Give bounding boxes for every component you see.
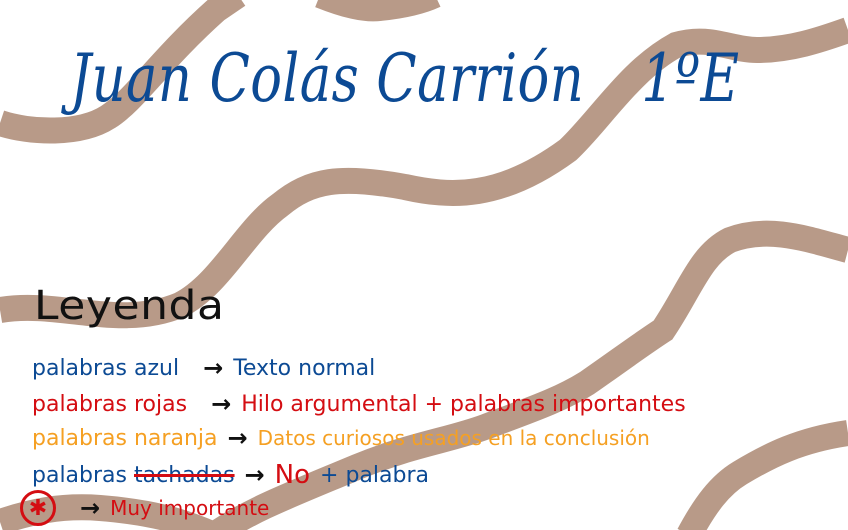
- legend-title: Leyenda: [34, 283, 225, 329]
- legend-term-struck: tachadas: [134, 462, 235, 488]
- legend-term: palabras tachadas: [32, 463, 235, 488]
- band: [206, 220, 848, 530]
- legend-row-struck: palabras tachadas → No + palabra: [32, 460, 429, 490]
- student-name-heading: Juan Colás Carrión 1ºE: [70, 40, 739, 117]
- legend-meaning: Texto normal: [233, 355, 376, 381]
- student-name: Juan Colás Carrión: [70, 40, 585, 117]
- legend-meaning: Datos curiosos usados en la conclusión: [257, 426, 650, 450]
- legend-row-blue: palabras azul → Texto normal: [32, 354, 375, 382]
- legend-meaning: + palabra: [320, 462, 429, 488]
- legend-term: palabras rojas: [32, 391, 188, 417]
- circled-asterisk-icon: ✱: [20, 490, 56, 526]
- legend-meaning: Muy importante: [110, 496, 270, 520]
- legend-meaning-strong: No: [274, 460, 311, 490]
- legend-term: palabras naranja: [32, 425, 218, 451]
- legend-meaning: Hilo argumental + palabras importantes: [241, 391, 686, 417]
- band: [0, 17, 848, 329]
- arrow-icon: →: [80, 494, 101, 522]
- legend-row-red: palabras rojas → Hilo argumental + palab…: [32, 390, 686, 418]
- student-grade: 1ºE: [641, 40, 740, 117]
- legend-row-orange: palabras naranja → Datos curiosos usados…: [32, 424, 650, 452]
- legend-term-prefix: palabras: [32, 462, 127, 488]
- arrow-icon: →: [203, 354, 224, 382]
- band: [0, 0, 246, 144]
- legend-term: palabras azul: [32, 355, 180, 381]
- legend-row-important: ✱ → Muy importante: [20, 490, 269, 526]
- arrow-icon: →: [227, 424, 248, 452]
- arrow-icon: →: [244, 461, 265, 489]
- band: [677, 420, 848, 530]
- arrow-icon: →: [211, 390, 232, 418]
- band: [315, 0, 441, 22]
